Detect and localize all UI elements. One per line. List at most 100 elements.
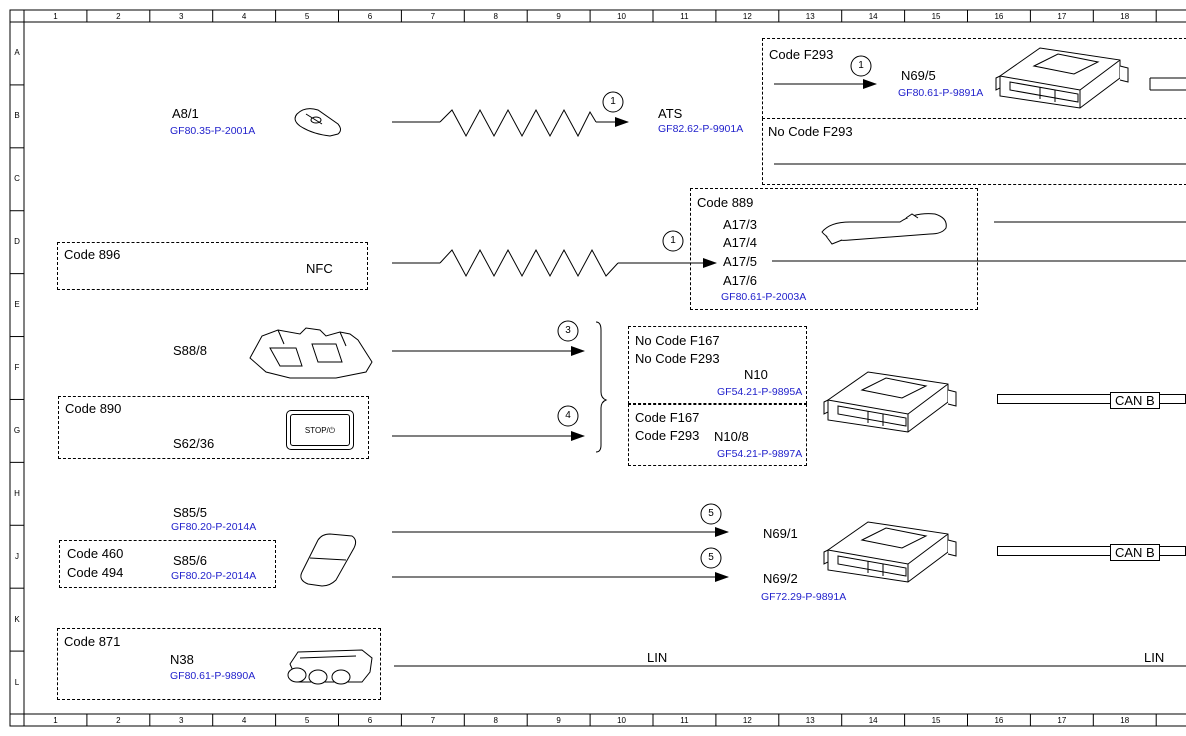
component-id-a17-6: A17/6 (723, 273, 757, 288)
code-label-494: Code 494 (67, 565, 124, 580)
code-889-box (690, 188, 978, 310)
code-890-box (58, 396, 369, 459)
code-896-box (57, 242, 368, 290)
grid-column-number: 4 (241, 12, 247, 21)
power-icon: ⏻ (328, 426, 336, 435)
grid-column-number: 2 (116, 12, 121, 21)
signal-number: 1 (670, 235, 676, 246)
grid-column-number: 14 (868, 12, 878, 21)
grid-column-number: 18 (1120, 12, 1130, 21)
component-id-n69-5: N69/5 (901, 68, 936, 83)
code-label-896: Code 896 (64, 247, 121, 262)
code-label-no-f167: No Code F167 (635, 333, 720, 348)
component-id-n69-2: N69/2 (763, 571, 798, 586)
reference-link-n69-5[interactable]: GF80.61-P-9891A (898, 87, 984, 99)
reference-link-a17[interactable]: GF80.61-P-2003A (721, 291, 807, 303)
grid-row-letter: E (14, 300, 20, 310)
signal-number: 3 (565, 325, 571, 336)
grid-column-number: 16 (994, 12, 1004, 21)
control-panel-icon (249, 327, 373, 379)
connector-icon (287, 649, 373, 685)
reference-link-ats[interactable]: GF82.62-P-9901A (658, 123, 744, 135)
grid-column-number: 17 (1057, 12, 1067, 21)
lin-bus-label: LIN (1144, 650, 1165, 665)
grid-column-number: 9 (556, 12, 561, 21)
code-label-f167: Code F167 (635, 410, 700, 425)
reference-link-s85-5[interactable]: GF80.20-P-2014A (171, 521, 257, 533)
ecu-module-n10-icon (823, 371, 957, 433)
grid-column-number: 5 (304, 716, 310, 725)
ecu-module-n69-5-icon (995, 47, 1129, 109)
grid-column-number: 2 (116, 716, 121, 725)
grid-column-number: 1 (53, 12, 58, 21)
grid-row-letter: C (14, 174, 20, 184)
grid-column-number: 7 (430, 716, 436, 725)
seat-switch-icon (300, 533, 357, 587)
code-label-871: Code 871 (64, 634, 121, 649)
grid-column-number: 1 (53, 716, 58, 725)
code-460-box (59, 540, 276, 588)
grid-column-number: 9 (556, 716, 561, 725)
component-id-a17-4: A17/4 (723, 235, 757, 250)
stop-button-text: STOP/ (304, 426, 329, 435)
grid-column-number: 10 (617, 716, 626, 725)
component-id-n10-8: N10/8 (714, 429, 749, 444)
grid-row-letter: J (15, 551, 19, 561)
component-id-n38: N38 (170, 652, 194, 667)
grid-column-number: 10 (617, 12, 626, 21)
code-label-889: Code 889 (697, 195, 754, 210)
grid-row-letter: D (14, 237, 20, 247)
reference-link-n69[interactable]: GF72.29-P-9891A (761, 591, 847, 603)
grid-column-number: 3 (179, 716, 184, 725)
outer-frame (9, 9, 1186, 727)
can-b-label: CAN B (1110, 544, 1160, 561)
signal-number: 4 (565, 410, 571, 421)
reference-link-n10[interactable]: GF54.21-P-9895A (717, 386, 803, 398)
grid-column-number: 5 (304, 12, 310, 21)
grid-column-number: 12 (742, 12, 752, 21)
code-label-no-f293-n10: No Code F293 (635, 351, 720, 366)
grid-column-number: 18 (1120, 716, 1130, 725)
component-id-s62-36: S62/36 (173, 436, 215, 451)
code-label-no-f293: No Code F293 (768, 124, 853, 139)
grid-column-number: 8 (493, 716, 498, 725)
reference-link-n38[interactable]: GF80.61-P-9890A (170, 670, 256, 682)
signal-number: 1 (858, 60, 864, 71)
grid-row-letter: L (14, 677, 20, 687)
grid-row-letter: F (14, 363, 20, 372)
component-id-s88-8: S88/8 (173, 343, 207, 358)
component-id-ats: ATS (658, 106, 683, 121)
reference-link-s85-6[interactable]: GF80.20-P-2014A (171, 570, 257, 582)
door-handle-icon (821, 213, 947, 245)
grid-column-number: 17 (1057, 716, 1067, 725)
code-label-f293: Code F293 (769, 47, 834, 62)
stop-start-button-icon: STOP/⏻ (286, 410, 354, 450)
code-label-890: Code 890 (65, 401, 122, 416)
reference-link-n10-8[interactable]: GF54.21-P-9897A (717, 448, 803, 460)
grid-row-letter: H (14, 488, 20, 498)
code-label-f293-n10-8: Code F293 (635, 428, 700, 443)
signal-number: 1 (610, 96, 616, 107)
reference-link-a8-1[interactable]: GF80.35-P-2001A (170, 125, 256, 137)
code-871-box (57, 628, 381, 700)
grid-column-number: 15 (931, 716, 941, 725)
grid-column-number: 8 (493, 12, 498, 21)
component-id-nfc: NFC (306, 261, 333, 276)
grid-column-number: 7 (430, 12, 436, 21)
no-code-f293-box (762, 118, 1186, 185)
grid-column-number: 11 (680, 716, 689, 725)
grid-row-letter: A (14, 48, 20, 58)
code-f167-box (628, 404, 807, 466)
grid-column-number: 12 (742, 716, 752, 725)
can-b-label: CAN B (1110, 392, 1160, 409)
lin-bus-label: LIN (647, 650, 668, 665)
grid-row-letter: B (14, 111, 20, 121)
component-id-a17-5: A17/5 (723, 254, 757, 269)
component-id-a8-1: A8/1 (172, 106, 199, 121)
key-fob-icon (294, 108, 341, 137)
ecu-module-n69-icon (823, 521, 957, 583)
component-id-a17-3: A17/3 (723, 217, 757, 232)
grid-column-number: 14 (868, 716, 878, 725)
component-id-n69-1: N69/1 (763, 526, 798, 541)
